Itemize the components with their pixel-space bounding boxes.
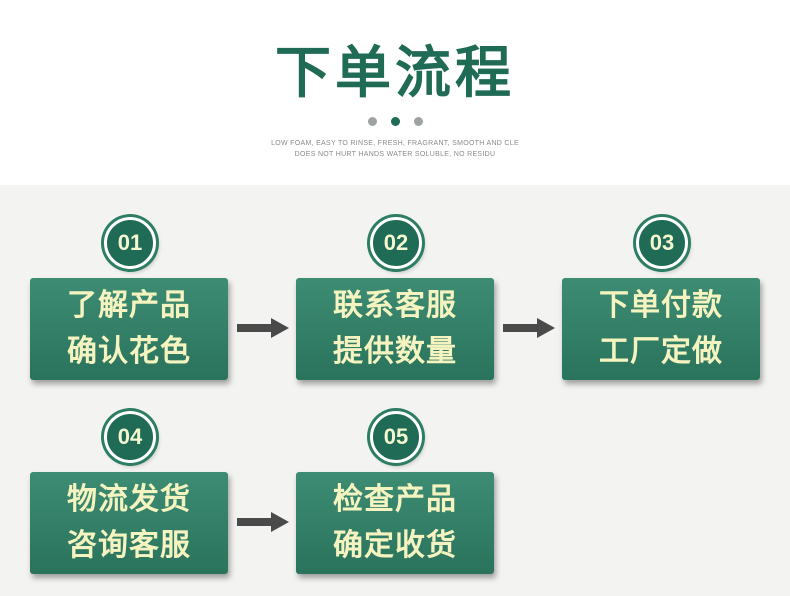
arrow-right-icon xyxy=(237,512,289,532)
step-card: 检查产品 确定收货 xyxy=(296,472,494,574)
subtitle-line: LOW FOAM, EASY TO RINSE, FRESH, FRAGRANT… xyxy=(271,140,519,147)
step-line: 咨询客服 xyxy=(67,528,191,563)
step-line: 工厂定做 xyxy=(599,334,723,369)
step-card: 物流发货 咨询客服 xyxy=(30,472,228,574)
subtitle-line: DOES NOT HURT HANDS WATER SOLUBLE, NO RE… xyxy=(294,151,496,158)
step-number-badge: 02 xyxy=(370,217,422,269)
dot-icon xyxy=(367,117,377,126)
step-card: 联系客服 提供数量 xyxy=(296,278,494,380)
process-panel: 01 了解产品 确认花色 02 联系客服 提供数量 03 下单付款 工厂定做 0… xyxy=(0,185,790,596)
step-line: 下单付款 xyxy=(599,288,723,323)
step-number-badge: 03 xyxy=(636,217,688,269)
step-number-badge: 05 xyxy=(370,411,422,463)
title-dots xyxy=(0,111,790,130)
step-number-badge: 04 xyxy=(104,411,156,463)
step-card: 了解产品 确认花色 xyxy=(30,278,228,380)
step-number-badge: 01 xyxy=(104,217,156,269)
step-line: 提供数量 xyxy=(333,334,457,369)
step-line: 了解产品 xyxy=(67,288,191,323)
page-title: 下单流程 xyxy=(275,41,515,106)
step-line: 确定收货 xyxy=(333,528,457,563)
step-line: 确认花色 xyxy=(67,334,191,369)
step-line: 检查产品 xyxy=(333,482,457,517)
step-line: 物流发货 xyxy=(67,482,191,517)
dot-icon xyxy=(413,117,423,126)
dot-icon xyxy=(390,117,400,126)
step-line: 联系客服 xyxy=(333,288,457,323)
subtitle: LOW FOAM, EASY TO RINSE, FRESH, FRAGRANT… xyxy=(0,138,790,160)
step-card: 下单付款 工厂定做 xyxy=(562,278,760,380)
arrow-right-icon xyxy=(503,318,555,338)
header: 下单流程 LOW FOAM, EASY TO RINSE, FRESH, FRA… xyxy=(0,0,790,185)
arrow-right-icon xyxy=(237,318,289,338)
